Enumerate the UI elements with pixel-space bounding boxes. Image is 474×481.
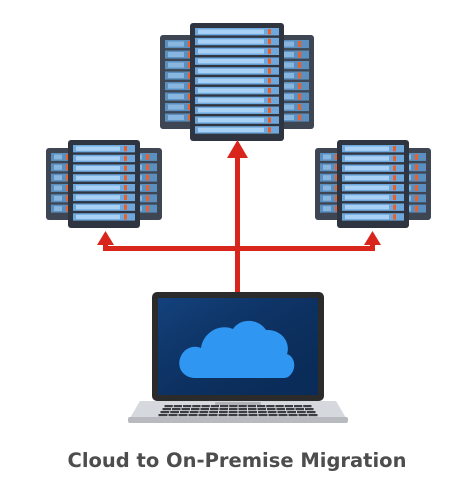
arrow-up-right xyxy=(364,231,381,251)
server-right-icon xyxy=(315,140,431,228)
arrow-crossbar xyxy=(103,246,375,251)
arrow-up-left xyxy=(97,231,114,251)
server-left-icon xyxy=(46,140,162,228)
diagram-caption: Cloud to On-Premise Migration xyxy=(67,449,407,472)
migration-arrows xyxy=(97,140,381,295)
laptop-icon xyxy=(128,292,348,423)
arrow-up-main xyxy=(227,140,248,295)
cloud-icon xyxy=(179,320,295,378)
server-top-icon xyxy=(160,23,314,141)
